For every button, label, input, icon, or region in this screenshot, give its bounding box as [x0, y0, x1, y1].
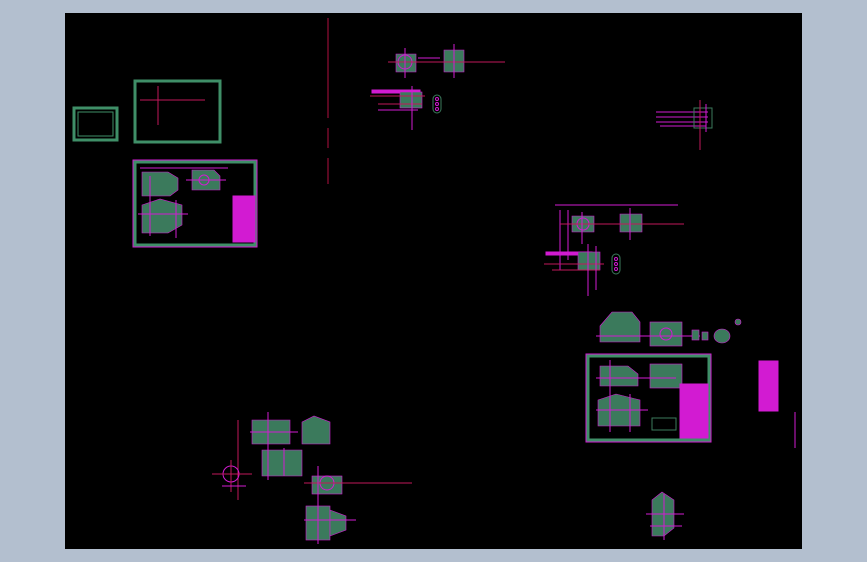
- assembly-sheet-right[interactable]: [585, 311, 796, 448]
- part-bottom-right[interactable]: [646, 491, 684, 540]
- detail-top-right[interactable]: [656, 100, 713, 150]
- parts-top-center[interactable]: [370, 44, 505, 130]
- assembly-sheet-left[interactable]: [132, 159, 258, 248]
- cad-drawing: [72, 18, 796, 544]
- title-block-small[interactable]: [72, 106, 119, 142]
- title-block-large[interactable]: [133, 79, 222, 144]
- parts-mid-right[interactable]: [544, 204, 684, 296]
- cad-drawing-canvas[interactable]: [65, 13, 802, 549]
- parts-bottom-left[interactable]: [212, 412, 412, 544]
